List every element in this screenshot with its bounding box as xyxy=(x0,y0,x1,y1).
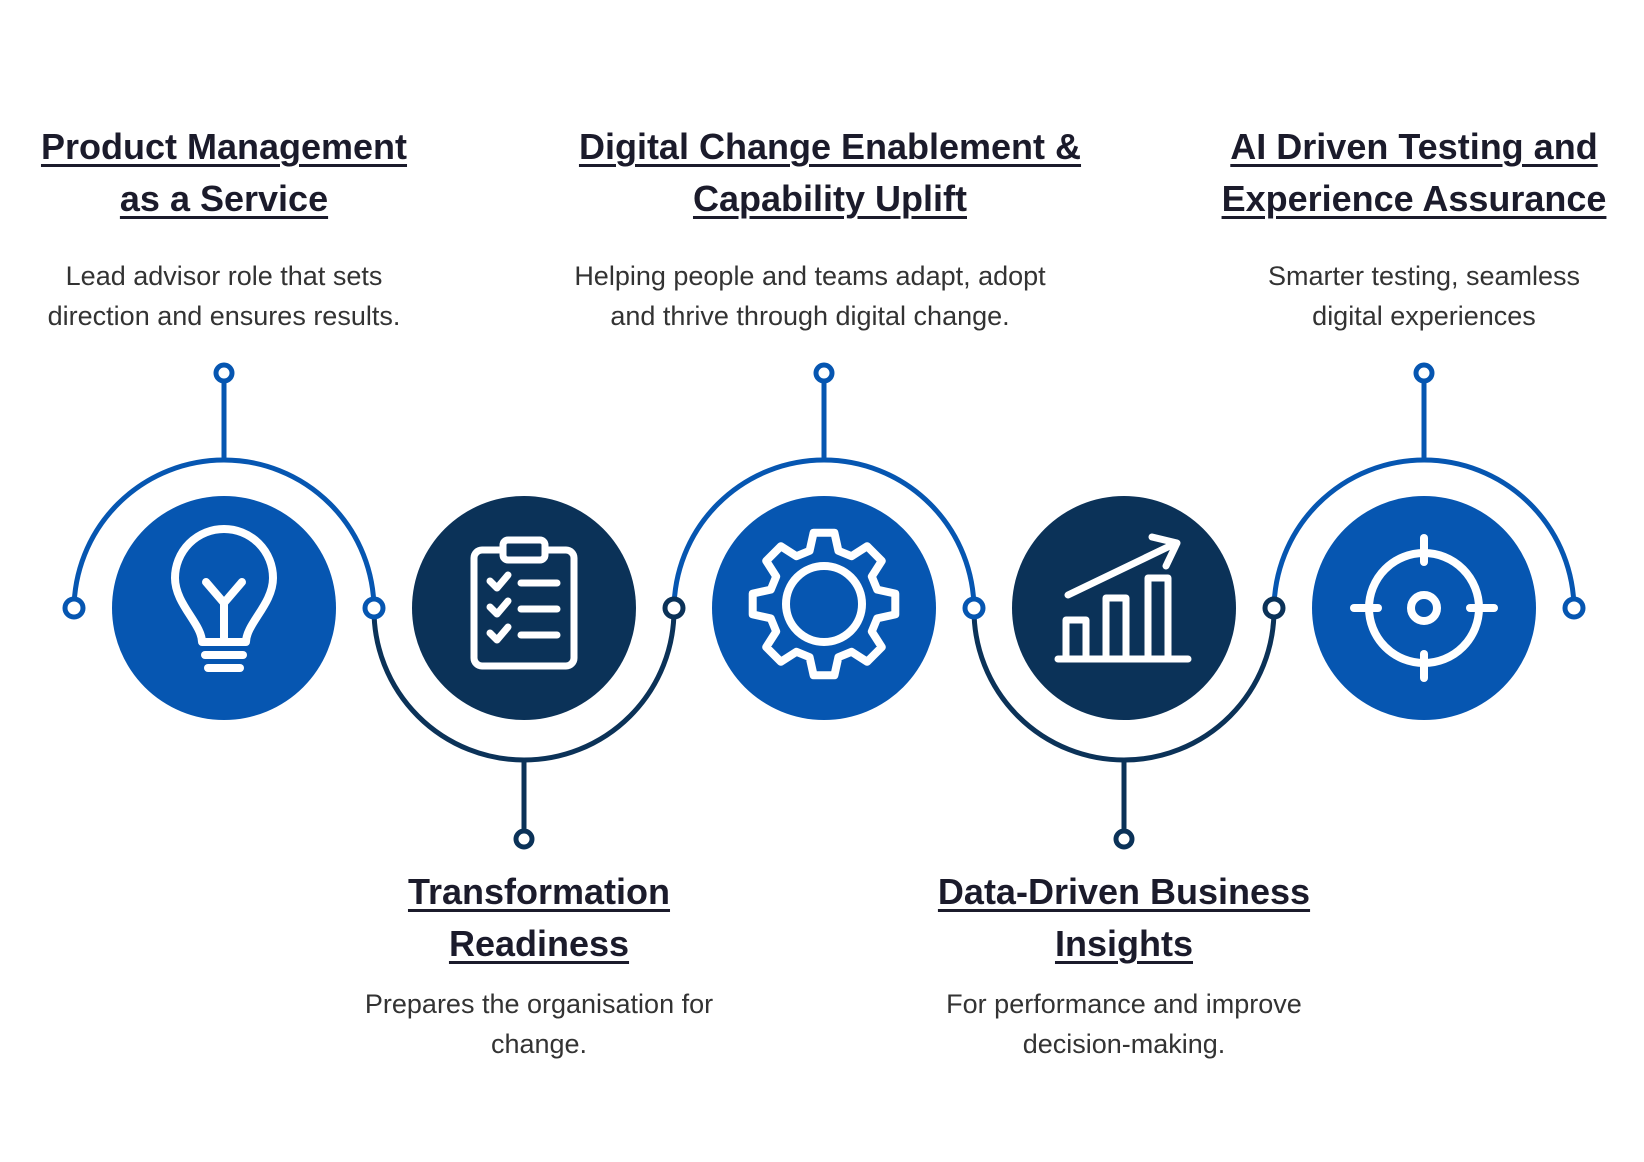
step-5-description-line-1: Smarter testing, seamless xyxy=(1267,261,1581,291)
step-4-title-line-2: Insights xyxy=(1054,923,1193,964)
junction-dot-6 xyxy=(1562,596,1586,620)
junction-dot-5 xyxy=(1262,596,1286,620)
step-2-description-line-1: Prepares the organisation for xyxy=(364,989,714,1019)
target-crosshair-icon xyxy=(1350,534,1498,682)
lightbulb-icon xyxy=(171,525,277,672)
step-5-title: AI Driven Testing and Experience Assuran… xyxy=(1184,121,1644,225)
step-2-description: Prepares the organisation for change. xyxy=(319,984,759,1064)
step-1-description-line-1: Lead advisor role that sets xyxy=(65,261,383,291)
step-3-title-line-1: Digital Change Enablement & xyxy=(578,126,1082,167)
step-4-description-line-2: decision-making. xyxy=(1022,1029,1226,1059)
step-3-title: Digital Change Enablement & Capability U… xyxy=(540,121,1120,225)
step-2-description-line-2: change. xyxy=(490,1029,588,1059)
arc-step-5 xyxy=(1271,457,1577,611)
step-4-title-line-1: Data-Driven Business xyxy=(937,871,1311,912)
junction-dot-3 xyxy=(662,596,686,620)
step-1-title-line-1: Product Management xyxy=(40,126,408,167)
arc-step-4 xyxy=(971,609,1277,763)
step-1-title: Product Management as a Service xyxy=(4,121,444,225)
clipboard-checklist-icon xyxy=(470,536,578,670)
junction-dot-4 xyxy=(962,596,986,620)
arc-step-1 xyxy=(71,457,377,611)
step-5-title-line-1: AI Driven Testing and xyxy=(1230,126,1598,167)
stem-dot-step-4 xyxy=(1113,828,1135,850)
stem-dot-step-1 xyxy=(213,362,235,384)
step-circle-5 xyxy=(1312,496,1536,720)
step-2-title-line-1: Transformation xyxy=(407,871,671,912)
step-1-title-line-2: as a Service xyxy=(119,178,329,219)
step-2-title: Transformation Readiness xyxy=(319,866,759,970)
step-3-description: Helping people and teams adapt, adopt an… xyxy=(530,256,1090,336)
gear-icon xyxy=(748,528,900,680)
step-3-title-line-2: Capability Uplift xyxy=(692,178,967,219)
step-4-description-line-1: For performance and improve xyxy=(946,989,1302,1019)
stem-dot-step-2 xyxy=(513,828,535,850)
step-2-title-line-2: Readiness xyxy=(448,923,630,964)
step-4-title: Data-Driven Business Insights xyxy=(884,866,1364,970)
step-5-description: Smarter testing, seamless digital experi… xyxy=(1204,256,1644,336)
step-1-description-line-2: direction and ensures results. xyxy=(47,301,401,331)
growth-chart-icon xyxy=(1054,533,1192,663)
stem-dot-step-5 xyxy=(1413,362,1435,384)
step-1-description: Lead advisor role that sets direction an… xyxy=(4,256,444,336)
step-circle-3 xyxy=(712,496,936,720)
junction-dot-1 xyxy=(62,596,86,620)
step-3-description-line-2: and thrive through digital change. xyxy=(610,301,1010,331)
stem-dot-step-3 xyxy=(813,362,835,384)
step-4-description: For performance and improve decision-mak… xyxy=(904,984,1344,1064)
step-3-description-line-1: Helping people and teams adapt, adopt xyxy=(574,261,1046,291)
junction-dot-2 xyxy=(362,596,386,620)
arc-step-3 xyxy=(671,457,977,611)
arc-step-2 xyxy=(371,609,677,763)
step-5-title-line-2: Experience Assurance xyxy=(1221,178,1607,219)
step-5-description-line-2: digital experiences xyxy=(1312,301,1536,331)
